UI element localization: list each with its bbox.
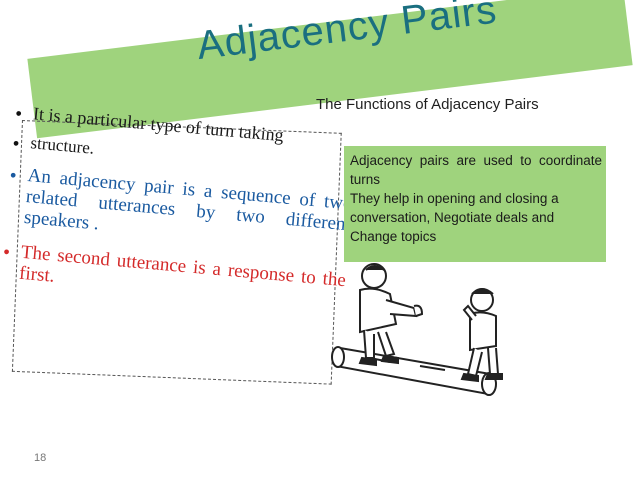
info-line: Change topics: [350, 229, 437, 244]
bullet-text: An adjacency pair is a sequence of two r…: [23, 165, 354, 236]
functions-heading: The Functions of Adjacency Pairs: [316, 96, 539, 113]
bullet-dot-icon: •: [2, 241, 11, 264]
bullet-dot-icon: •: [11, 132, 21, 155]
child-speaker-icon: [460, 288, 503, 383]
bullet-dot-icon: •: [8, 165, 18, 188]
conversation-illustration: [331, 263, 503, 396]
bullet-item: • An adjacency pair is a sequence of two…: [9, 165, 354, 257]
info-line: Adjacency pairs are used to coordinate t…: [350, 153, 602, 187]
page-number: 18: [34, 452, 47, 464]
adult-speaker-icon: [358, 263, 424, 367]
bullet-text: structure.: [29, 133, 95, 158]
info-line: They help in opening and closing a conve…: [350, 191, 559, 225]
functions-info-box: Adjacency pairs are used to coordinate t…: [344, 146, 606, 262]
bullet-list: • It is a particular type of turn taking…: [2, 103, 359, 313]
